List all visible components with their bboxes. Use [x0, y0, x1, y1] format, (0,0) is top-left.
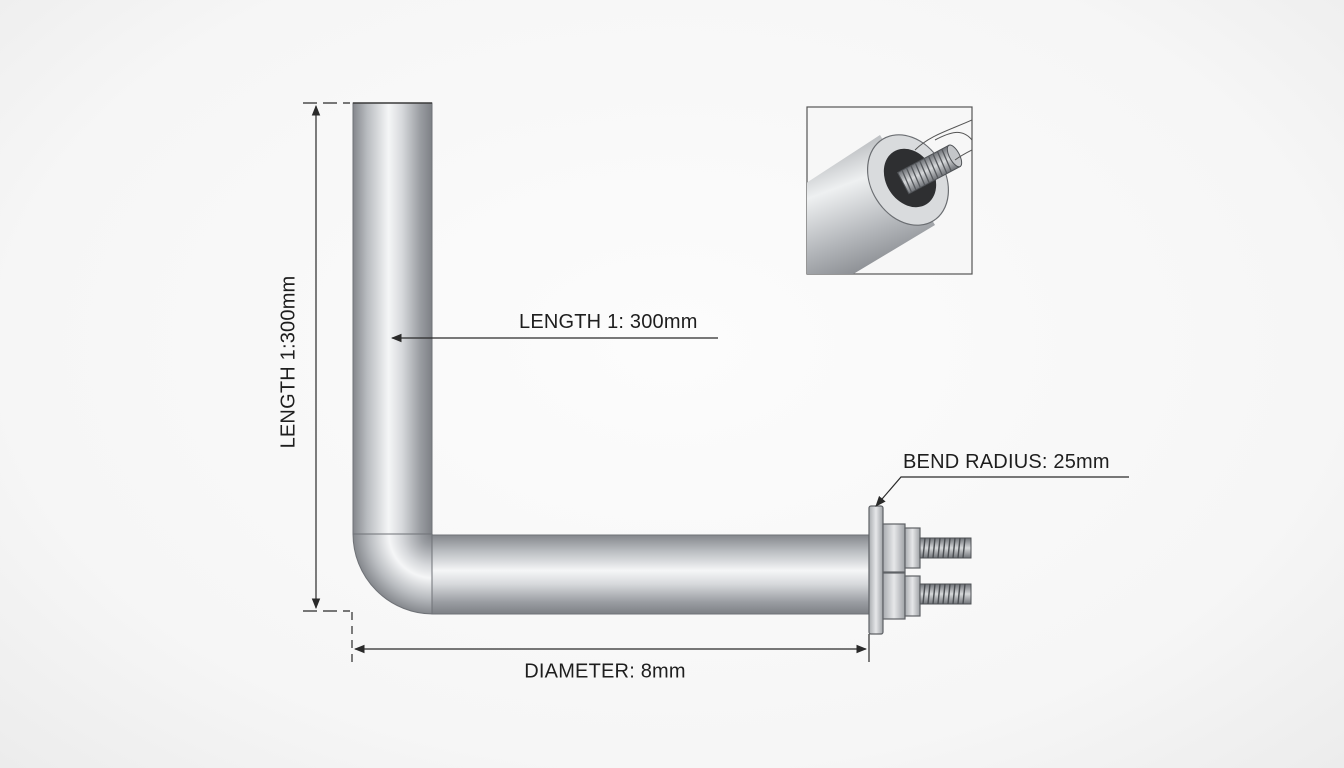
- dimension-lines: [303, 102, 1129, 662]
- threaded-terminal-stud-icon: [919, 583, 972, 605]
- length-vertical-label: LENGTH 1:300mm: [277, 275, 300, 449]
- length-horizontal-label: LENGTH 1: 300mm: [519, 311, 698, 333]
- bend-radius-label: BEND RADIUS: 25mm: [903, 451, 1110, 473]
- terminal-assembly: [868, 505, 972, 635]
- threaded-terminal-stud-icon: [919, 537, 972, 559]
- l-shaped-heating-tube-icon: [352, 102, 871, 615]
- diameter-label: DIAMETER: 8mm: [524, 660, 686, 683]
- terminal-end-closeup-icon: [806, 106, 973, 275]
